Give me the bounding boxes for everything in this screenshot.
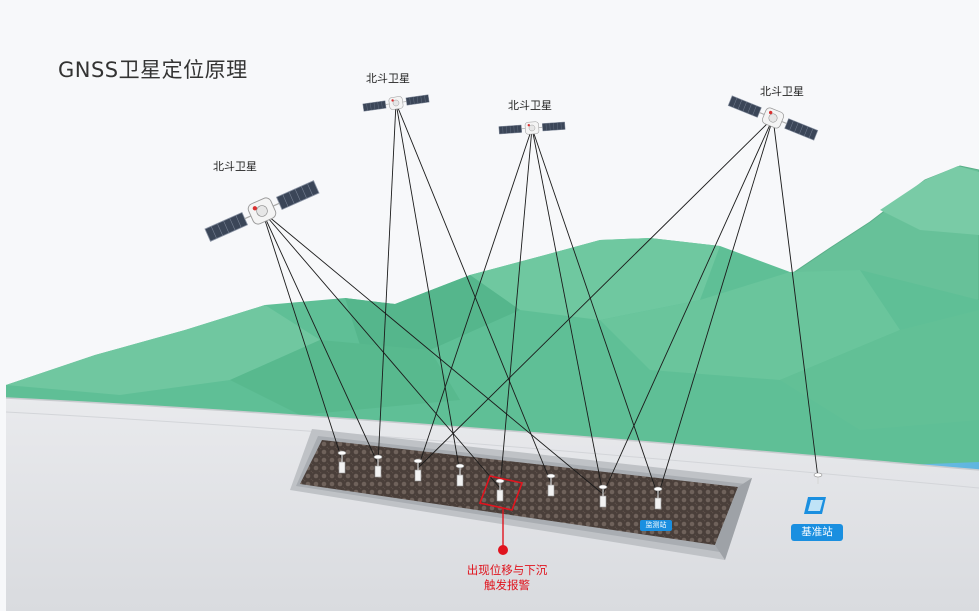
alert-text-line1: 出现位移与下沉	[466, 563, 548, 577]
signal-line	[395, 102, 461, 474]
signal-line	[395, 102, 552, 484]
gnss-receiver	[413, 458, 423, 482]
satellite-layer	[204, 94, 819, 242]
signal-line	[772, 117, 819, 479]
satellite-label-1: 北斗卫星	[213, 160, 257, 173]
alert-marker	[478, 475, 524, 555]
satellite-icon	[498, 121, 566, 135]
gnss-receiver	[653, 486, 663, 510]
signal-lines	[261, 102, 819, 497]
signal-line	[499, 127, 533, 489]
satellite-icon	[727, 95, 819, 141]
signal-line	[531, 127, 659, 497]
signal-line	[417, 127, 533, 469]
alert-text: 出现位移与下沉 触发报警	[460, 563, 554, 593]
monitor-station-tag: 监测站	[640, 520, 672, 531]
gnss-receiver	[337, 450, 347, 474]
gnss-receiver	[455, 463, 465, 487]
satellite-label-2: 北斗卫星	[366, 72, 410, 85]
signal-line	[531, 127, 604, 495]
signal-line	[377, 102, 397, 465]
base-station-tag: 基准站	[791, 524, 843, 541]
base-station-icon	[804, 497, 826, 514]
signal-line	[261, 210, 343, 461]
gnss-receiver	[373, 454, 383, 478]
signal-line	[602, 117, 774, 495]
alert-text-line2: 触发报警	[484, 578, 530, 592]
signal-line	[657, 117, 774, 497]
satellite-icon	[204, 180, 320, 242]
signal-line	[261, 210, 379, 465]
satellite-icon	[362, 94, 430, 112]
monitoring-stations	[337, 450, 823, 510]
gnss-receiver	[546, 473, 556, 497]
signal-line	[261, 210, 501, 489]
gnss-receiver	[598, 484, 608, 508]
satellite-label-4: 北斗卫星	[760, 85, 804, 98]
signal-line	[261, 210, 604, 495]
satellite-label-3: 北斗卫星	[508, 99, 552, 112]
base-receiver	[813, 472, 823, 484]
gnss-receiver	[495, 478, 505, 502]
page-title: GNSS卫星定位原理	[58, 58, 248, 82]
signal-line	[417, 117, 774, 469]
